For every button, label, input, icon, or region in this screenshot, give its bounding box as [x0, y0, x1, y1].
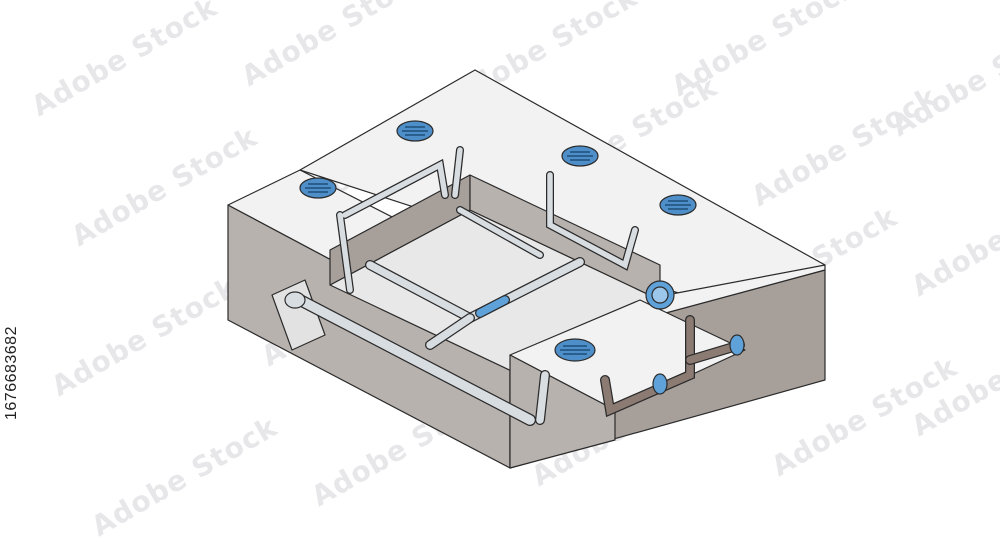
- valve-icon: [284, 291, 306, 309]
- drain-covers: [299, 120, 697, 362]
- drain-cover-icon: [299, 177, 337, 199]
- platform-front: [509, 354, 616, 469]
- drain-cover-icon: [561, 145, 599, 167]
- valve-icon: [652, 373, 668, 395]
- pipe-network: [294, 146, 745, 426]
- fittings: [284, 280, 745, 395]
- drain-cover-icon: [396, 120, 434, 142]
- drain-cover-icon: [659, 194, 697, 216]
- pool-structure: [227, 69, 826, 469]
- stock-id: 1676683682: [3, 326, 20, 420]
- drain-cover-icon: [554, 338, 596, 362]
- valve-icon: [729, 334, 745, 356]
- pump-icon: [645, 280, 675, 310]
